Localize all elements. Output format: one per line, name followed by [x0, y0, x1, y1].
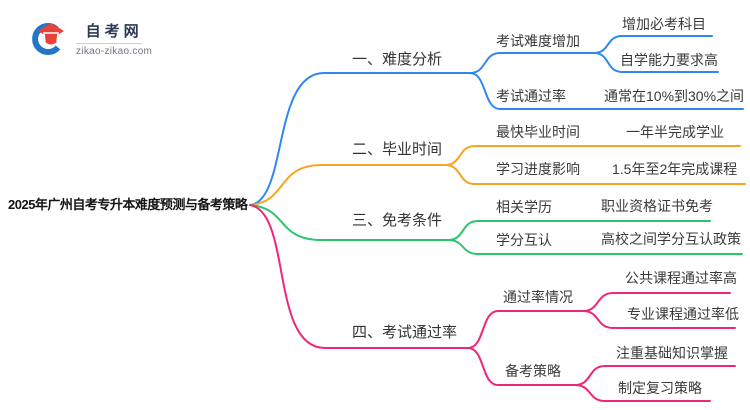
branch4-sub2-leaf1[interactable]: 注重基础知识掌握 [616, 345, 728, 361]
branch3-sub2[interactable]: 学分互认 [496, 232, 552, 248]
branch1-sub1[interactable]: 考试难度增加 [496, 33, 580, 49]
branch3-topic[interactable]: 三、免考条件 [352, 212, 443, 229]
branch3-lines [249, 204, 743, 255]
branch1-sub2-leaf1[interactable]: 通常在10%到30%之间 [604, 88, 745, 104]
branch2-topic[interactable]: 二、毕业时间 [352, 141, 443, 158]
site-logo[interactable]: 自考网 zikao-zikao.com [30, 18, 152, 58]
branch4-sub1[interactable]: 通过率情况 [503, 289, 573, 305]
branch1-sub2[interactable]: 考试通过率 [496, 88, 566, 104]
branch4-sub2-leaf2[interactable]: 制定复习策略 [618, 380, 702, 396]
central-topic[interactable]: 2025年广州自考专升本难度预测与备考策略 [8, 197, 248, 212]
branch1-lines [249, 35, 744, 206]
logo-text: 自考网 zikao-zikao.com [76, 20, 152, 57]
graduation-cap-icon [32, 23, 64, 55]
branch2-sub1-leaf1[interactable]: 一年半完成学业 [626, 124, 724, 140]
branch4-sub1-leaf1[interactable]: 公共课程通过率高 [625, 270, 737, 286]
logo-site-domain: zikao-zikao.com [76, 45, 153, 57]
branch1-sub1-leaf2[interactable]: 自学能力要求高 [620, 52, 718, 68]
branch3-sub1-leaf1[interactable]: 职业资格证书免考 [601, 198, 713, 214]
branch2-sub1[interactable]: 最快毕业时间 [496, 124, 580, 140]
branch1-sub1-leaf1[interactable]: 增加必考科目 [622, 16, 706, 32]
branch2-sub2[interactable]: 学习进度影响 [496, 161, 580, 177]
branch4-lines [249, 204, 736, 402]
branch3-sub1[interactable]: 相关学历 [496, 199, 552, 215]
branch4-sub2[interactable]: 备考策略 [505, 363, 561, 379]
logo-site-name: 自考网 [85, 22, 143, 40]
branch1-topic[interactable]: 一、难度分析 [352, 51, 443, 68]
branch4-topic[interactable]: 四、考试通过率 [352, 324, 458, 341]
branch2-lines [249, 145, 746, 206]
branch4-sub1-leaf2[interactable]: 专业课程通过率低 [627, 306, 739, 322]
branch2-sub2-leaf1[interactable]: 1.5年至2年完成课程 [612, 161, 738, 177]
branch3-sub2-leaf1[interactable]: 高校之间学分互认政策 [601, 231, 741, 247]
logo-divider [76, 42, 142, 44]
